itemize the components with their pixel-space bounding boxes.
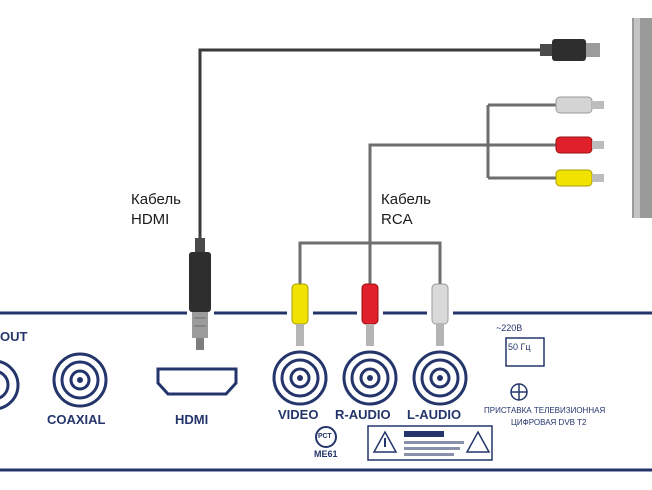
video-socket [272, 350, 328, 406]
cert-mark-text: РСТ [318, 433, 332, 440]
rear-panel-outline [0, 311, 652, 472]
tv-plug-red [555, 136, 604, 154]
rca-plugs-box-end [291, 283, 449, 346]
hdmi-label: HDMI [175, 412, 209, 427]
tv-set [632, 18, 652, 218]
out-socket [0, 360, 20, 410]
hdmi-cable-caption-line2: HDMI [131, 211, 170, 228]
power-block [505, 337, 545, 401]
tv-plug-white [555, 96, 604, 114]
l-audio-label: L-AUDIO [407, 407, 462, 422]
rca-cable [298, 103, 556, 288]
out-label: OUT [0, 329, 28, 344]
box-plug-yellow [291, 283, 309, 346]
tv-plug-yellow [555, 169, 604, 187]
device-name-line2: ЦИФРОВАЯ DVB T2 [511, 418, 587, 427]
box-plug-red [361, 283, 379, 346]
power-frequency: 50 Гц [508, 342, 531, 352]
device-name-line1: ПРИСТАВКА ТЕЛЕВИЗИОННАЯ [484, 406, 606, 415]
cert-mark [315, 426, 337, 448]
coaxial-label: COAXIAL [47, 412, 106, 427]
power-voltage: ~220В [496, 323, 523, 333]
hdmi-socket [156, 367, 238, 396]
hdmi-cable [189, 39, 600, 350]
rca-plugs-tv-end [555, 96, 604, 187]
l-audio-socket [412, 350, 468, 406]
box-plug-white [431, 283, 449, 346]
r-audio-label: R-AUDIO [335, 407, 391, 422]
cert-code: МЕ61 [314, 449, 338, 459]
rca-cable-caption-line2: RCA [381, 211, 413, 228]
hdmi-cable-caption-line1: Кабель [131, 191, 181, 208]
video-label: VIDEO [278, 407, 319, 422]
rca-cable-caption-line1: Кабель [381, 191, 431, 208]
r-audio-socket [342, 350, 398, 406]
coaxial-socket [52, 352, 108, 408]
warning-label [367, 425, 493, 461]
